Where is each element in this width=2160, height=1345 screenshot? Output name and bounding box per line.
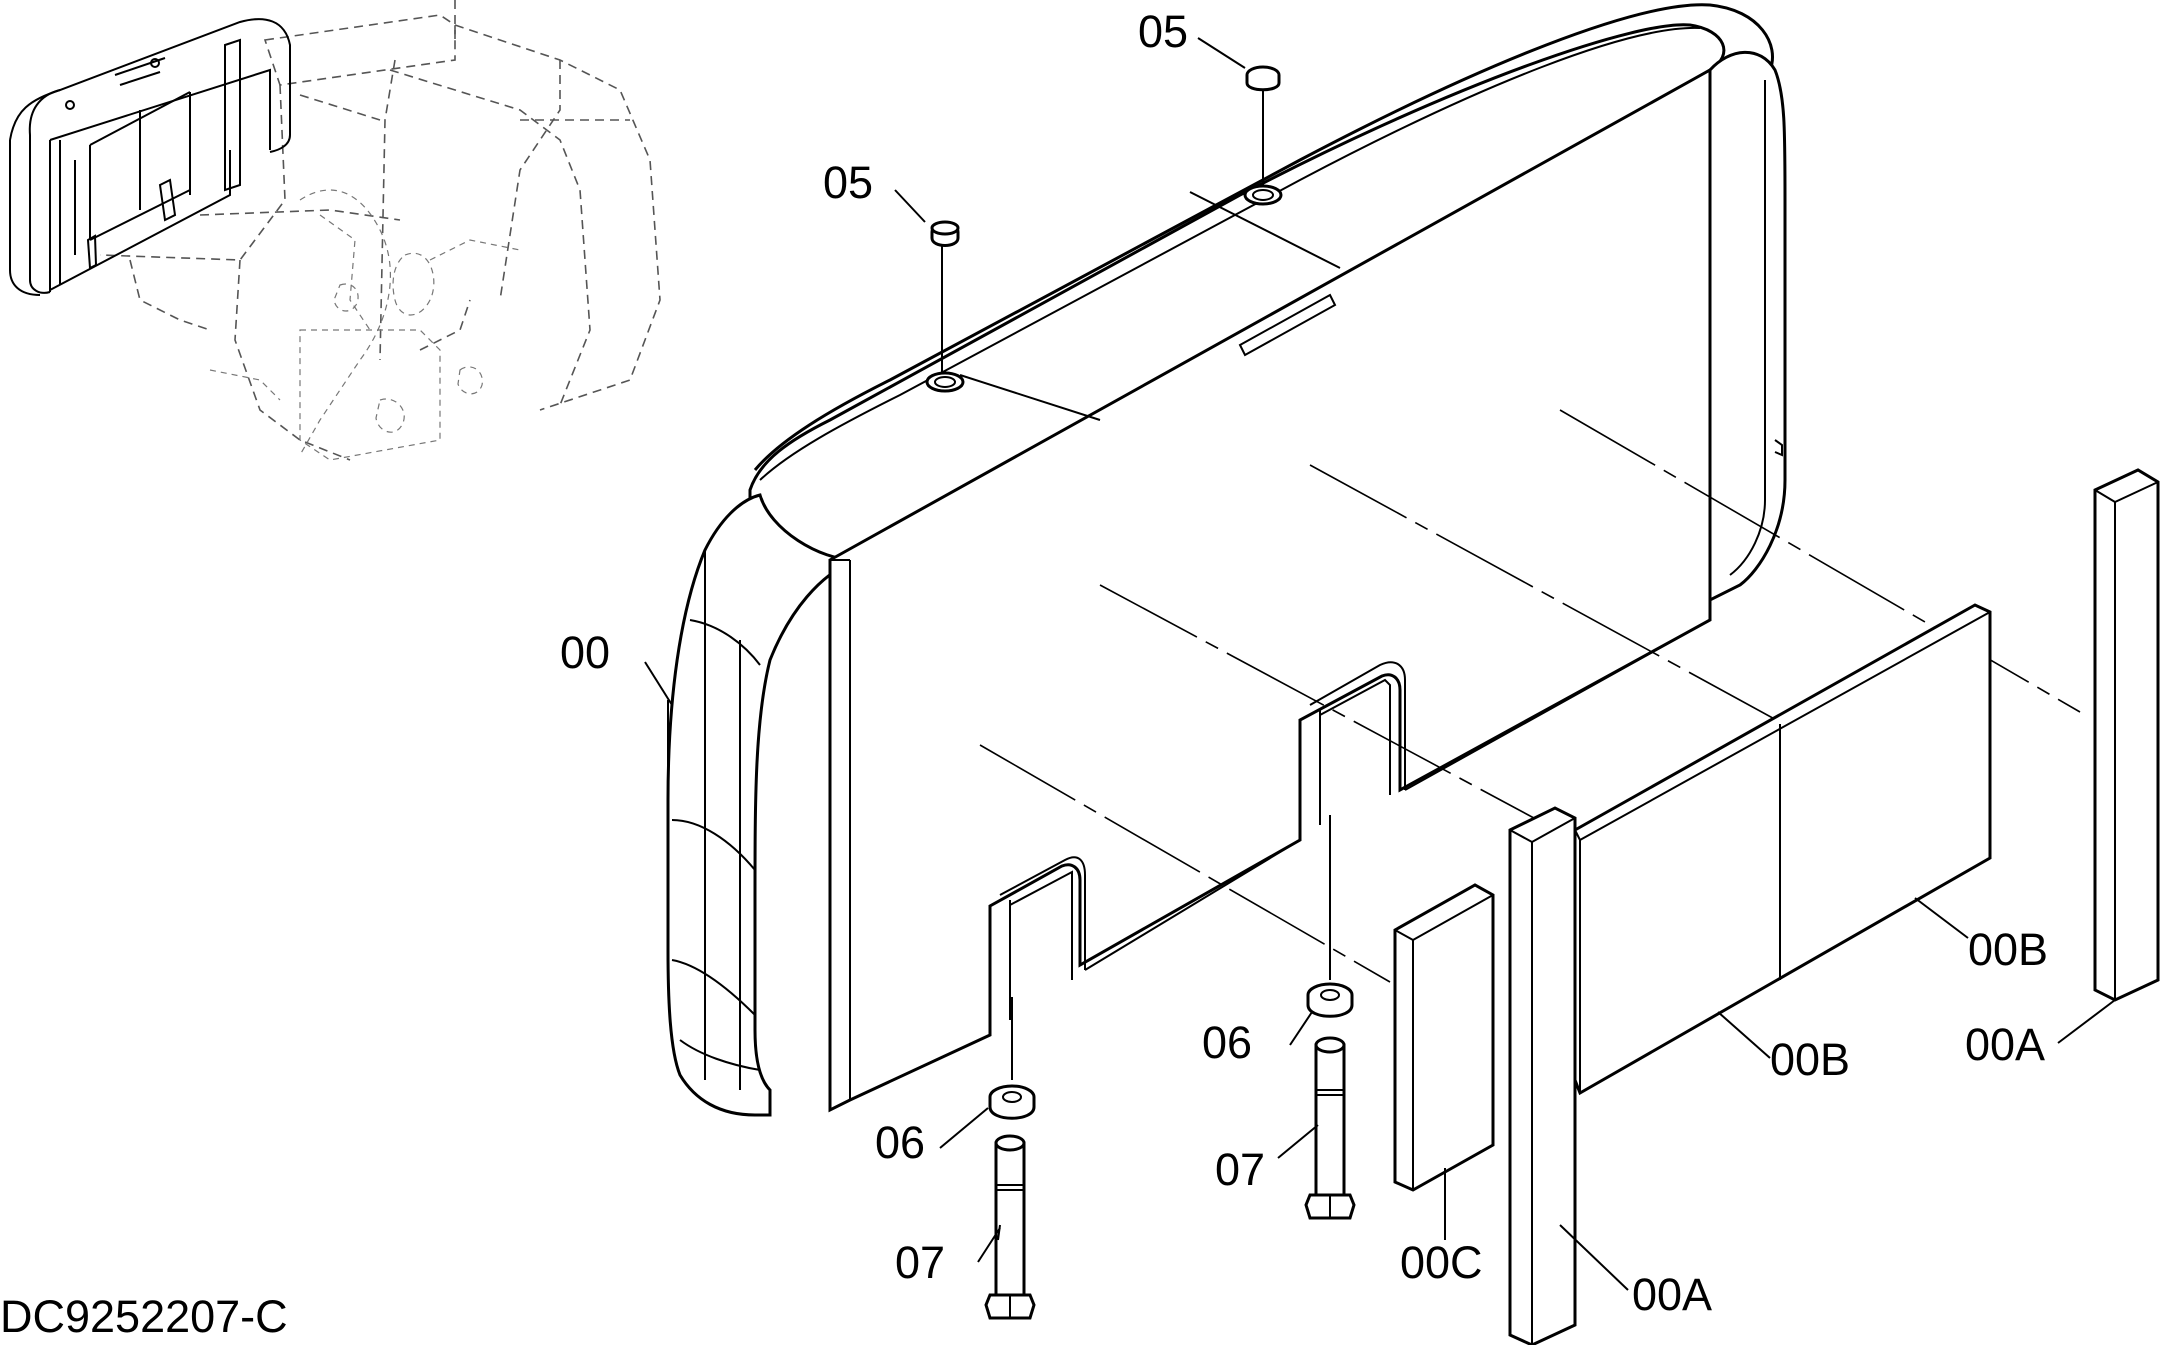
leader-lines [644,37,2116,1291]
callout-06-right: 06 [1202,1017,1252,1068]
callout-00a-right: 00A [1965,1019,2045,1070]
drawing-number: DC9252207-C [0,1291,288,1342]
callout-06-left: 06 [875,1117,925,1168]
callout-05-left: 05 [823,157,873,208]
washer-06 [988,982,1354,1120]
plate-00a-front [1508,806,1577,1345]
callout-05-right: 05 [1138,6,1188,57]
plug-05 [925,65,1283,393]
main-counterweight [666,3,1787,1117]
plate-00a-right [2093,468,2160,1002]
callout-07-left: 07 [895,1237,945,1288]
bolt-07 [984,1036,1356,1320]
callout-00c: 00C [1400,1237,1483,1288]
center-lines [941,88,2081,1080]
callout-00: 00 [560,627,610,678]
plate-00c [1393,883,1495,1192]
callout-00b-upper: 00B [1968,924,2048,975]
callout-00a-bottom: 00A [1632,1269,1712,1320]
locator-machine-view [9,0,661,461]
callout-00b-lower: 00B [1770,1034,1850,1085]
plate-00b [1573,603,1992,1096]
callout-labels: 00 05 05 06 06 07 07 00A 00A 00B 00B 00C [560,6,2048,1320]
callout-07-right: 07 [1215,1144,1265,1195]
